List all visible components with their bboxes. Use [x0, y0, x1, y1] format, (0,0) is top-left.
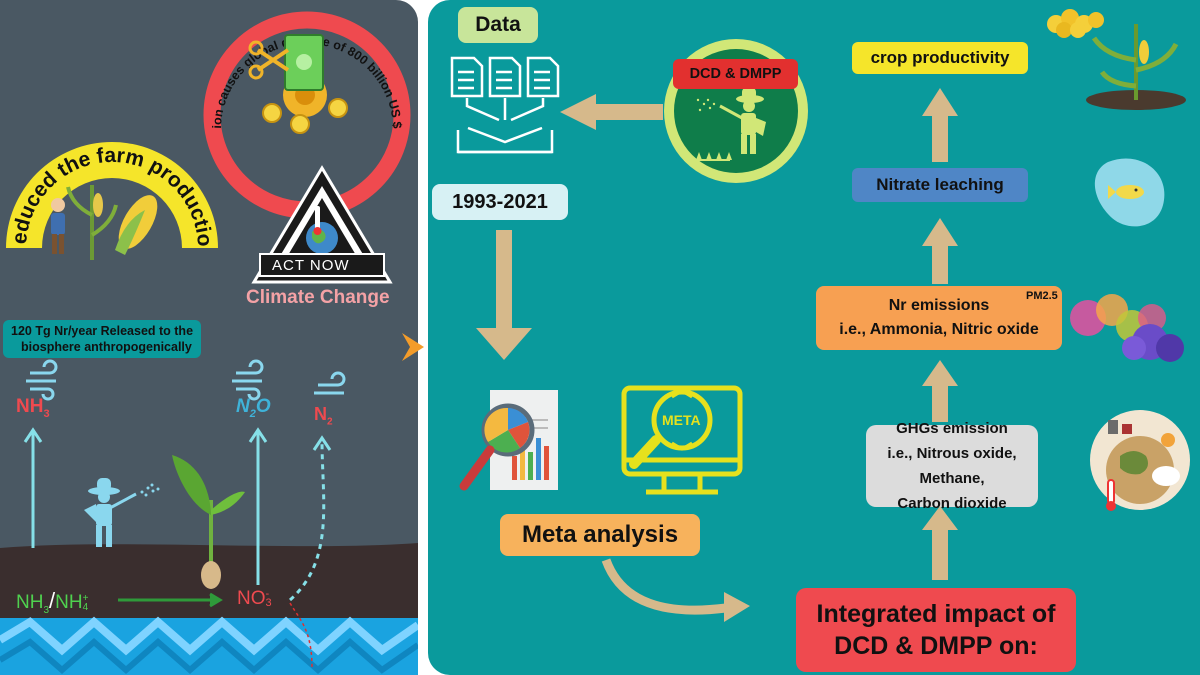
ghg-line2: i.e., Nitrous oxide, Methane, — [887, 445, 1017, 487]
leaching-dashed-line — [289, 602, 313, 669]
right-panel: Data DCD & DMPP 1993-2021 META Meta anal… — [428, 0, 1200, 675]
soil-nh4-text: NH — [55, 592, 83, 613]
corn-crop-icon — [1047, 9, 1186, 110]
left-panel: Reduced the farm production N pollution … — [0, 0, 418, 675]
meta-badge: META — [662, 412, 701, 428]
arrow-nh3-up — [23, 427, 43, 548]
ghg-line3: Carbon dioxide — [897, 495, 1007, 512]
soil-nh3-text: NH — [16, 592, 44, 613]
arrow-nr-to-nitrate — [922, 218, 958, 284]
panel-connector-chevron — [402, 333, 424, 361]
left-panel-art: Reduced the farm production N pollution … — [0, 0, 418, 675]
soil-nitrate-label: NO-3 — [237, 588, 272, 610]
arrow-meta-to-impact-head — [724, 592, 750, 622]
soil-nh4-charge: +4 — [82, 592, 89, 613]
ghg-emission-box: GHGs emission i.e., Nitrous oxide, Metha… — [866, 420, 1038, 512]
wind-icon-nh3 — [26, 359, 58, 401]
soil-ammonium-label: NH3/NH+4 — [16, 588, 88, 616]
arrow-nitrate-to-crop — [922, 88, 958, 162]
arrow-impact-to-ghg — [922, 506, 958, 580]
soil-no3-text: NO — [237, 588, 266, 609]
soil-nh4-subscript: 4 — [82, 601, 89, 613]
integrated-line2: DCD & DMPP on: — [834, 632, 1038, 660]
arrow-n2o-up — [248, 427, 268, 585]
fish-water-icon — [1094, 158, 1165, 227]
farmer-icon — [51, 198, 65, 254]
data-label-box: Data — [458, 7, 538, 43]
sprayer-farmer-icon — [684, 88, 766, 161]
nh3-subscript: 3 — [43, 407, 50, 420]
arrow-ghg-to-nr — [922, 360, 958, 422]
right-panel-art — [450, 9, 1190, 622]
climate-globe-icon — [1090, 410, 1190, 511]
meta-monitor-icon — [621, 385, 743, 495]
arrow-dcd-to-data — [560, 94, 663, 130]
dcd-label-box: DCD & DMPP — [673, 59, 798, 89]
soil-no3-charge: -3 — [265, 587, 272, 609]
release-callout: 120 Tg Nr/year Released to the biosphere… — [3, 320, 202, 358]
n2o-o-text: O — [255, 396, 271, 417]
nitrification-arrow — [118, 592, 223, 608]
pollution-cloud-icon — [1070, 294, 1184, 362]
years-label-box: 1993-2021 — [432, 184, 568, 220]
n2o-gas-label: N2O — [236, 396, 271, 420]
data-label: Data — [475, 13, 521, 36]
wind-icon-n2 — [314, 371, 346, 395]
farm-arc-text: Reduced the farm production — [0, 0, 216, 247]
nitrate-leaching-box: Nitrate leaching — [852, 168, 1028, 202]
n2-subscript: 2 — [327, 416, 333, 428]
seedling-icon — [172, 455, 245, 589]
act-now-warning-icon — [251, 165, 393, 284]
act-now-label: ACT NOW — [272, 257, 350, 274]
dcd-label: DCD & DMPP — [689, 66, 782, 82]
release-text-line1: 120 Tg Nr/year Released to the — [11, 324, 194, 338]
meta-analysis-label: Meta analysis — [521, 521, 679, 548]
water-wave — [0, 616, 418, 656]
corn-cob-icon — [115, 195, 158, 255]
release-text-line2: biosphere anthropogenically — [21, 340, 192, 354]
integrated-line1: Integrated impact of — [816, 600, 1056, 628]
money-gear-icon — [248, 34, 348, 134]
arrow-meta-to-impact — [601, 558, 727, 615]
n2o-n-text: N — [236, 396, 250, 417]
meta-analysis-box: Meta analysis — [500, 514, 700, 556]
nh3-text: NH — [16, 396, 44, 417]
arrow-n2-up — [289, 439, 326, 602]
nr-line2: i.e., Ammonia, Nitric oxide — [839, 321, 1039, 338]
soil-nh4-superscript: + — [82, 592, 89, 604]
years-label: 1993-2021 — [452, 190, 548, 213]
integrated-impact-box: Integrated impact of DCD & DMPP on: — [796, 588, 1076, 672]
n2-gas-label: N2 — [314, 404, 333, 428]
soil-nh3-subscript: 3 — [43, 604, 50, 616]
nr-line1: Nr emissions — [888, 297, 990, 314]
crop-productivity-box: crop productivity — [852, 42, 1028, 74]
climate-change-label: Climate Change — [246, 287, 390, 308]
n2-text: N — [314, 404, 327, 424]
nr-emission-box: Nr emissions i.e., Ammonia, Nitric oxide — [816, 286, 1062, 350]
wind-icon-n2o — [232, 359, 264, 401]
arrow-years-to-meta — [476, 230, 532, 360]
ghg-line1: GHGs emission — [896, 420, 1008, 437]
farm-arc-band — [6, 142, 218, 248]
nitrate-leaching-label: Nitrate leaching — [876, 175, 1004, 194]
soil-slash: / — [49, 588, 56, 613]
crop-productivity-label: crop productivity — [870, 48, 1010, 67]
nh3-gas-label: NH3 — [16, 396, 50, 420]
soil-no3-superscript: - — [265, 587, 270, 600]
soil-no3-subscript: 3 — [265, 596, 272, 609]
documents-icon — [450, 56, 560, 154]
pm25-label: PM2.5 — [1026, 290, 1058, 302]
corn-plant-icon — [66, 185, 118, 260]
farmer-spraying-icon — [84, 478, 160, 547]
report-magnifier-icon — [459, 390, 558, 491]
n2o-subscript: 2 — [249, 407, 256, 420]
